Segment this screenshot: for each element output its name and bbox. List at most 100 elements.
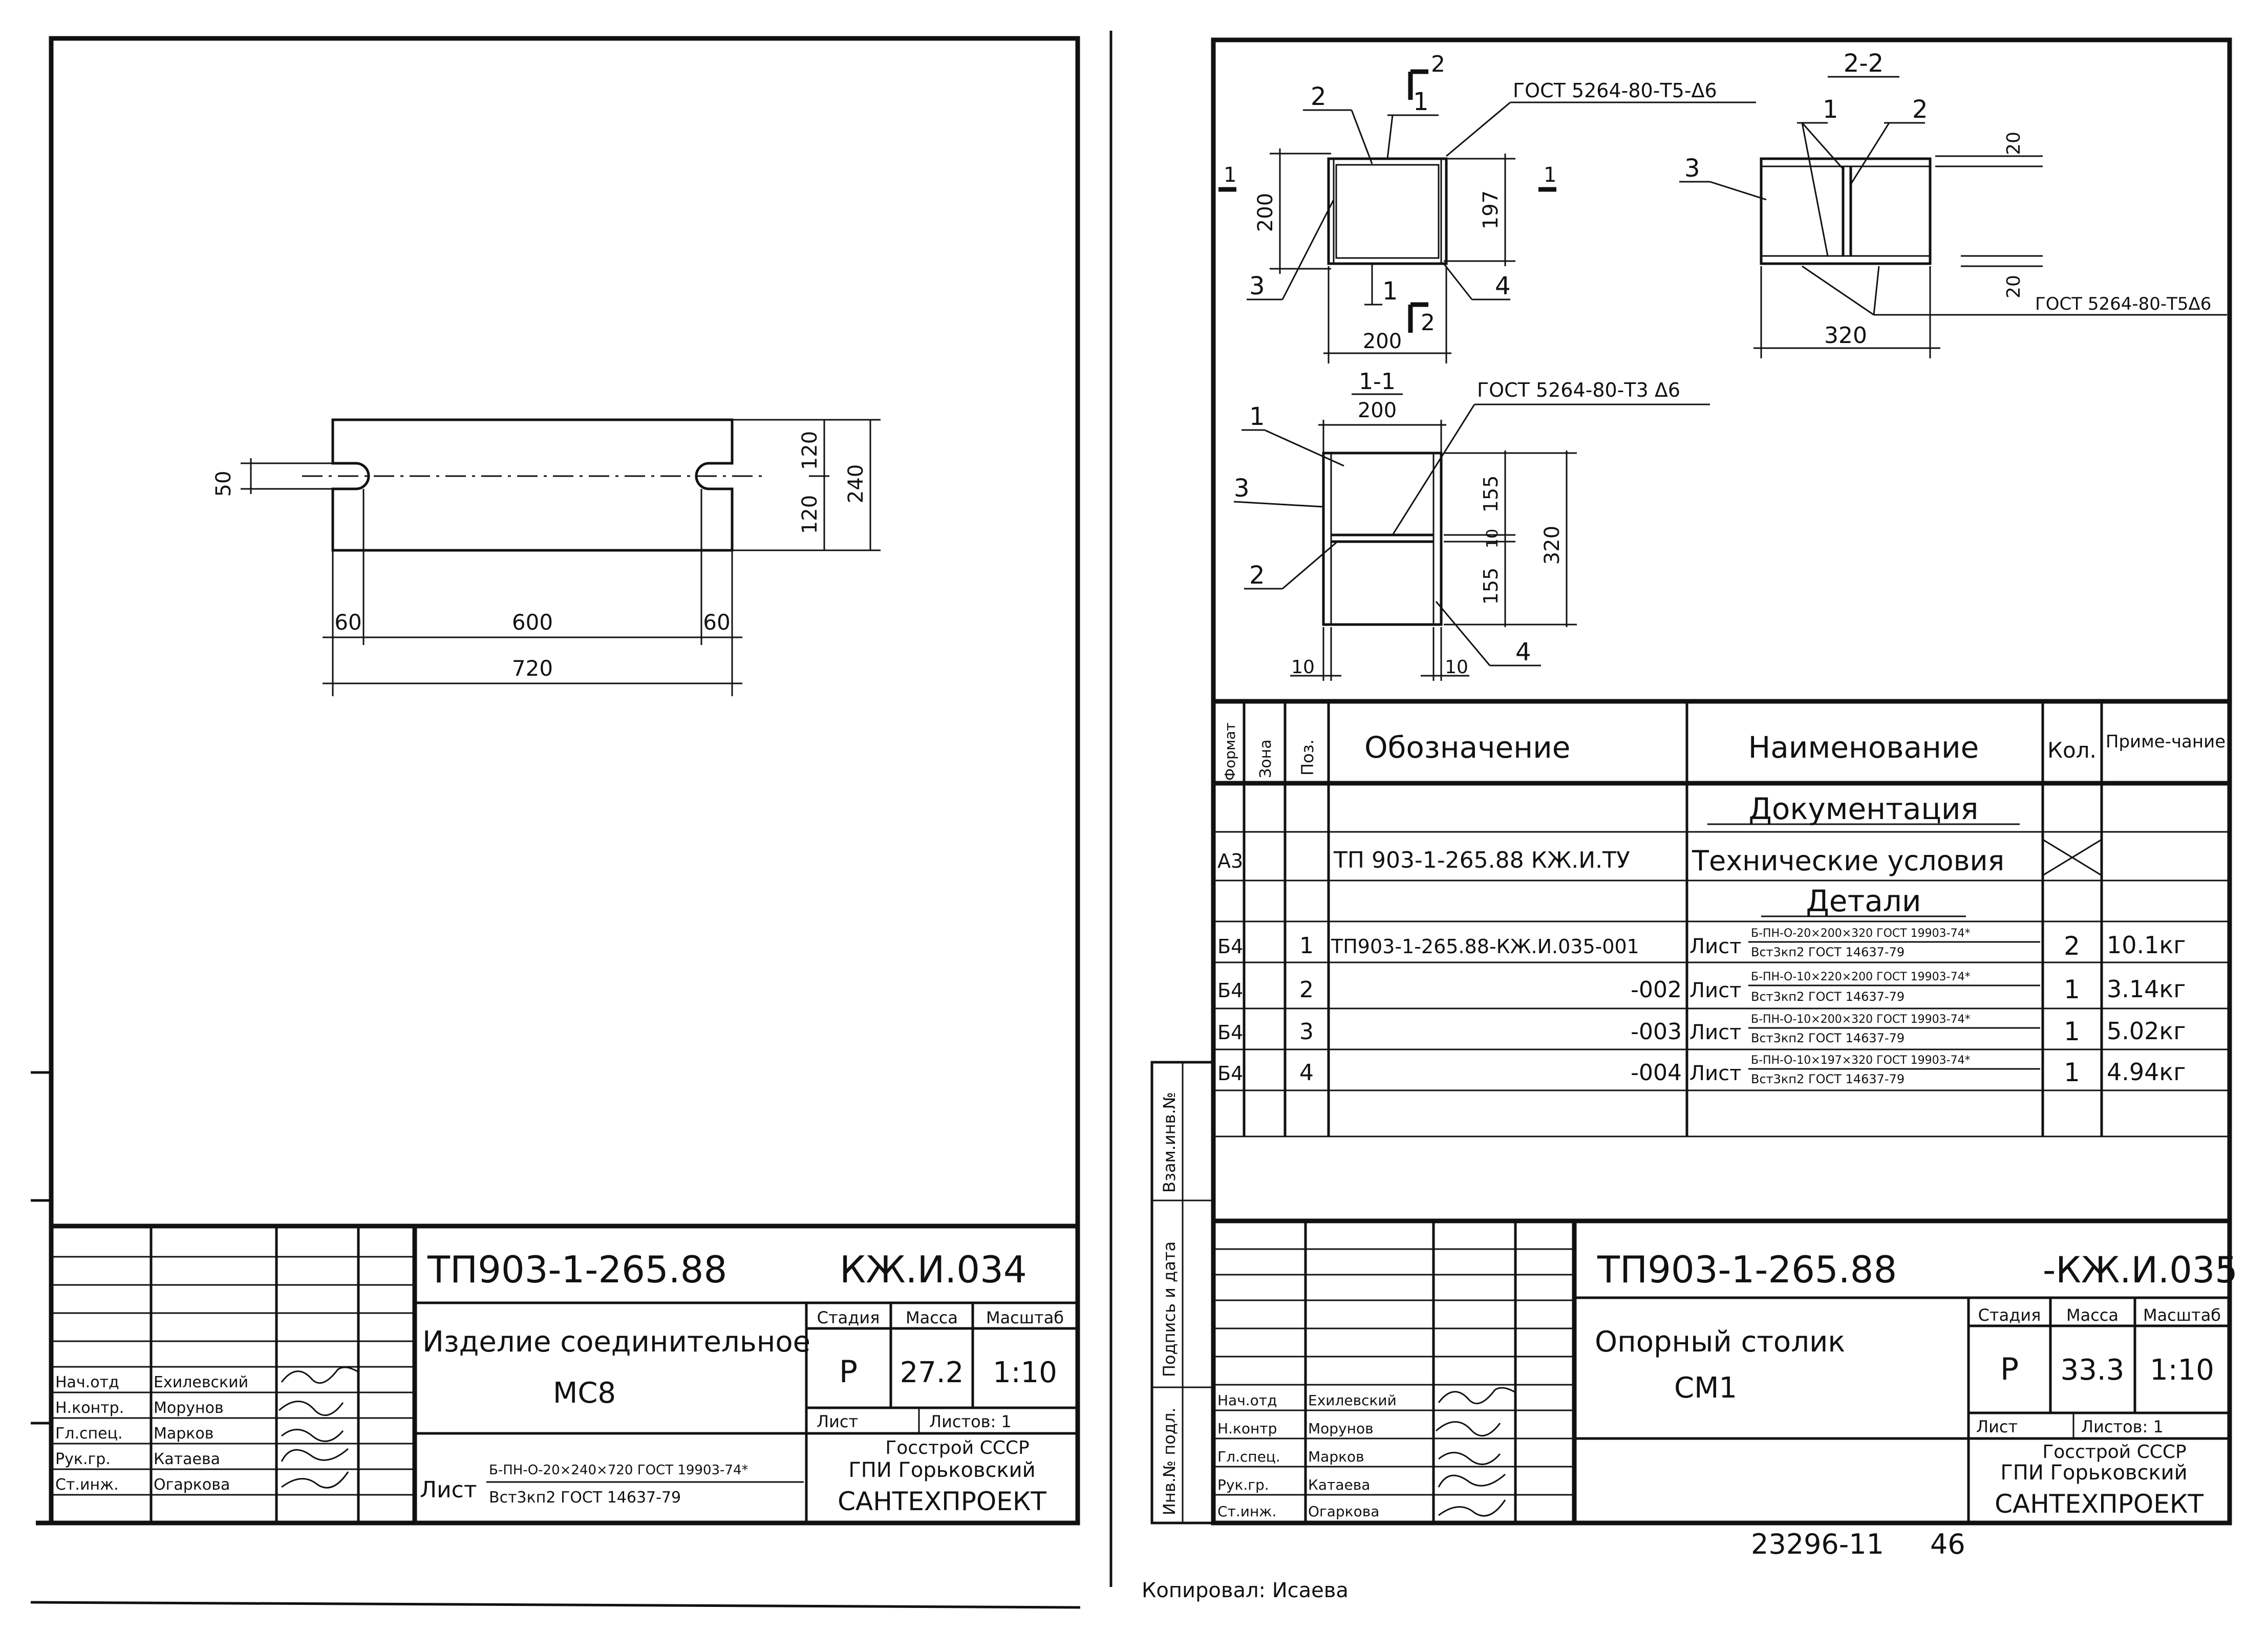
left-org-line1: Госстрой СССР [885, 1437, 1029, 1458]
signer-role: Рук.гр. [55, 1450, 111, 1468]
left-material-bottom: Вст3кп2 ГОСТ 14637-79 [489, 1489, 681, 1507]
svg-text:2: 2 [2064, 931, 2080, 961]
cut-2-top: 2 [1431, 51, 1445, 77]
left-sheet-frame [49, 36, 1080, 1526]
cut-2-bottom: 2 [1421, 310, 1435, 336]
sect11-b: 10 [1484, 529, 1502, 548]
svg-text:1: 1 [2064, 1017, 2080, 1046]
right-scale-label: Масштаб [2143, 1305, 2221, 1325]
right-title-block: ТП903-1-265.88 -КЖ.И.035 Опорный столик … [1213, 1218, 2238, 1523]
svg-text:Вст3кп2 ГОСТ 14637-79: Вст3кп2 ГОСТ 14637-79 [1751, 1072, 1905, 1086]
svg-text:Б-ПН-О-20×200×320 ГОСТ 19903-7: Б-ПН-О-20×200×320 ГОСТ 19903-74* [1751, 927, 1971, 940]
signer-role: Ст.инж. [55, 1476, 119, 1494]
pos-label: 4 [1515, 638, 1531, 667]
right-org-line1: Госстрой СССР [2042, 1442, 2186, 1463]
dim-bottom-half: 120 [798, 495, 822, 534]
svg-text:Б-ПН-О-10×220×200 ГОСТ 19903-7: Б-ПН-О-10×220×200 ГОСТ 19903-74* [1751, 971, 1971, 983]
signer-name: Катаева [154, 1450, 220, 1468]
svg-text:Вст3кп2 ГОСТ 14637-79: Вст3кп2 ГОСТ 14637-79 [1751, 1031, 1905, 1045]
right-sheet-label: Лист [1976, 1417, 2018, 1436]
section22-label: 2-2 [1844, 49, 1884, 78]
svg-text:Б-ПН-О-10×197×320 ГОСТ 19903-7: Б-ПН-О-10×197×320 ГОСТ 19903-74* [1751, 1054, 1971, 1067]
signer-role: Гл.спец. [1217, 1448, 1280, 1465]
dim-top-half: 120 [798, 431, 822, 470]
right-title-line1: Опорный столик [1595, 1325, 1845, 1359]
cut-1-left: 1 [1224, 163, 1236, 187]
left-signers: Нач.отд Ехилевский Н.контр. Морунов Гл.с… [55, 1373, 248, 1494]
table-row: Б4 1 ТП903-1-265.88-КЖ.И.035-001 Лист Б-… [1217, 927, 2186, 961]
signer-name: Марков [1308, 1448, 1364, 1465]
weld-right: ГОСТ 5264-80-Т5Δ6 [2035, 294, 2211, 314]
plate-outline [331, 418, 734, 552]
left-title-line2: МС8 [553, 1377, 616, 1410]
left-doc-mark: КЖ.И.034 [840, 1248, 1027, 1291]
doc-name: Технические условия [1692, 845, 2004, 877]
cut-1-right: 1 [1544, 163, 1556, 187]
dim-edge-right: 60 [703, 610, 730, 635]
right-org-line3: САНТЕХПРОЕКТ [1995, 1489, 2203, 1519]
pos-label: 1 [1382, 277, 1398, 306]
svg-text:-003: -003 [1631, 1019, 1682, 1045]
svg-text:-004: -004 [1631, 1060, 1682, 1086]
svg-text:Вст3кп2 ГОСТ 14637-79: Вст3кп2 ГОСТ 14637-79 [1751, 990, 1905, 1004]
sect11-h: 320 [1540, 526, 1564, 565]
signer-role: Н.контр [1217, 1420, 1277, 1437]
left-sheet: 50 120 120 240 60 600 60 720 [31, 31, 1112, 1587]
table-row: Б4 3 -003 Лист Б-ПН-О-10×200×320 ГОСТ 19… [1217, 1013, 2186, 1046]
section-2-2: 2-2 20 20 320 3 1 2 ГОСТ 5264-80 [1679, 49, 2227, 358]
hdr-qty: Кол. [2047, 738, 2096, 763]
signer-name: Морунов [154, 1399, 224, 1417]
dim-edge-left: 60 [334, 610, 361, 635]
svg-text:4.94кг: 4.94кг [2107, 1058, 2186, 1086]
right-title-line2: СМ1 [1674, 1371, 1737, 1405]
footer-line [30, 1601, 1081, 1609]
svg-text:1: 1 [2064, 1058, 2080, 1087]
plan-dim-h: 200 [1254, 193, 1277, 232]
signer-name: Огаркова [1308, 1503, 1379, 1520]
left-scale: 1:10 [993, 1356, 1057, 1389]
signer-role: Нач.отд [55, 1373, 119, 1391]
signer-name: Марков [154, 1425, 213, 1443]
sect11-a: 155 [1480, 476, 1502, 513]
hdr-note: Приме-чание [2106, 732, 2226, 752]
hdr-pos: Поз. [1298, 739, 1317, 776]
svg-text:Лист: Лист [1689, 1062, 1741, 1085]
right-sheet: Инв.№ подл. Подпись и дата Взам.инв.№ 20… [1150, 37, 2238, 1560]
svg-text:4: 4 [1299, 1060, 1314, 1086]
right-mass-label: Масса [2066, 1305, 2119, 1325]
dim-height: 240 [844, 464, 868, 503]
spec-table: Формат Зона Поз. Обозначение Наименовани… [1213, 699, 2230, 1137]
svg-text:Вст3кп2 ГОСТ 14637-79: Вст3кп2 ГОСТ 14637-79 [1751, 945, 1905, 959]
left-title-line1: Изделие соединительное [422, 1325, 810, 1359]
dim-length: 720 [512, 656, 553, 681]
svg-text:1: 1 [2064, 975, 2080, 1004]
left-material-top: Б-ПН-О-20×240×720 ГОСТ 19903-74* [489, 1463, 748, 1478]
pos-label: 2 [1249, 561, 1265, 590]
pos-label: 1 [1249, 402, 1265, 431]
section-details: Детали [1806, 884, 1921, 918]
sect22-t2: 20 [2003, 275, 2024, 298]
svg-text:Лист: Лист [1689, 979, 1741, 1002]
left-scale-label: Масштаб [986, 1308, 1064, 1327]
weld-bottom: ГОСТ 5264-80-Т3 Δ6 [1477, 379, 1680, 401]
pos-label: 3 [1234, 474, 1250, 503]
left-doc-code: ТП903-1-265.88 [427, 1248, 727, 1291]
svg-text:5.02кг: 5.02кг [2107, 1017, 2186, 1045]
svg-text:3: 3 [1299, 1019, 1314, 1045]
section11-label: 1-1 [1359, 369, 1396, 395]
hdr-format: Формат [1222, 722, 1238, 781]
svg-text:-002: -002 [1631, 977, 1682, 1003]
pos-label: 1 [1823, 95, 1838, 124]
doc-format: А3 [1217, 850, 1243, 872]
left-title-block: ТП903-1-265.88 КЖ.И.034 Изделие соединит… [51, 1223, 1078, 1523]
right-stage-label: Стадия [1978, 1305, 2041, 1325]
sect11-c: 155 [1480, 568, 1502, 605]
left-material-prefix: Лист [420, 1477, 477, 1503]
svg-text:Б-ПН-О-10×200×320 ГОСТ 19903-7: Б-ПН-О-10×200×320 ГОСТ 19903-74* [1751, 1013, 1971, 1026]
page-number: 46 [1930, 1528, 1965, 1560]
right-signatures [1436, 1387, 1516, 1517]
weld-top: ГОСТ 5264-80-Т5-Δ6 [1513, 79, 1717, 102]
right-doc-code: ТП903-1-265.88 [1597, 1248, 1897, 1291]
left-mass-label: Масса [906, 1308, 958, 1327]
